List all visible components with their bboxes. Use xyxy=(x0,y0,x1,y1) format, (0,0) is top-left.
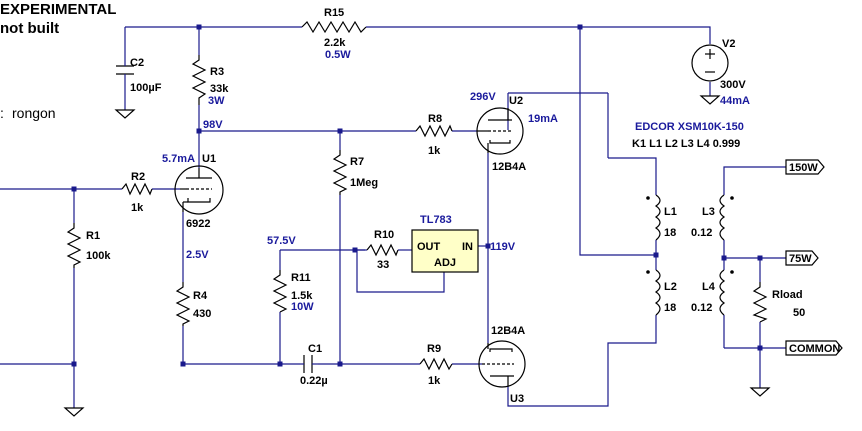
resistor-r11 xyxy=(272,270,288,313)
transformer-title: EDCOR XSM10K-150 xyxy=(635,121,744,133)
node-119v: 119V xyxy=(490,241,516,253)
r8-name: R8 xyxy=(428,113,442,125)
side-note-text: rongon xyxy=(12,105,56,121)
c2-value: 100µF xyxy=(130,82,162,94)
r3-value: 33k xyxy=(210,83,229,95)
l3-name: L3 xyxy=(702,206,715,218)
node-98v: 98V xyxy=(203,119,223,131)
r10-value: 33 xyxy=(377,259,389,271)
voltage-source-v2 xyxy=(691,44,729,82)
r2-value: 1k xyxy=(131,202,144,214)
resistor-rload xyxy=(752,282,768,323)
inductor-l4 xyxy=(719,269,726,316)
u3-type: 12B4A xyxy=(491,325,525,337)
tl783-adj: ADJ xyxy=(434,257,456,269)
r15-power: 0.5W xyxy=(325,49,351,61)
node-2-5v: 2.5V xyxy=(186,249,209,261)
u2-type: 12B4A xyxy=(492,161,526,173)
r1-name: R1 xyxy=(86,230,100,242)
r3-power: 3W xyxy=(208,95,225,107)
r15-value: 2.2k xyxy=(324,37,346,49)
tl783-out: OUT xyxy=(417,241,441,253)
tl783-in: IN xyxy=(462,241,473,253)
resistor-r1 xyxy=(66,223,82,268)
capacitor-c2 xyxy=(116,62,134,82)
r4-value: 430 xyxy=(193,308,211,320)
r11-name: R11 xyxy=(291,272,311,284)
resistor-r2 xyxy=(121,182,153,196)
port-75w-label: 75W xyxy=(789,253,812,265)
l4-value: 0.12 xyxy=(691,302,712,314)
l2-value: 18 xyxy=(664,302,676,314)
u1-current: 5.7mA xyxy=(162,153,195,165)
u1-name: U1 xyxy=(202,153,216,165)
r7-value: 1Meg xyxy=(350,177,378,189)
r11-value: 1.5k xyxy=(291,290,313,302)
c1-name: C1 xyxy=(308,343,322,355)
rload-value: 50 xyxy=(793,307,805,319)
l1-name: L1 xyxy=(664,206,677,218)
ground-symbols xyxy=(63,95,771,417)
resistor-r3 xyxy=(191,55,207,105)
v2-current: 44mA xyxy=(720,95,750,107)
u2-current: 19mA xyxy=(528,113,558,125)
r4-name: R4 xyxy=(193,290,208,302)
port-150w xyxy=(785,159,825,175)
v2-value: 300V xyxy=(720,79,746,91)
r3-name: R3 xyxy=(210,66,224,78)
transformer-core xyxy=(646,196,734,274)
wires xyxy=(0,26,786,408)
r2-name: R2 xyxy=(131,171,145,183)
rload-name: Rload xyxy=(772,289,803,301)
port-75w xyxy=(785,250,819,266)
r7-name: R7 xyxy=(350,156,364,168)
header-line1: EXPERIMENTAL xyxy=(0,1,116,18)
resistor-r15 xyxy=(301,20,367,34)
r10-name: R10 xyxy=(374,229,394,241)
tube-u2 xyxy=(476,107,524,155)
node-296v: 296V xyxy=(470,91,496,103)
header-line2: not built xyxy=(0,20,59,37)
junction-dots xyxy=(71,24,763,367)
tube-u3 xyxy=(478,340,526,388)
r9-value: 1k xyxy=(428,375,441,387)
port-150w-label: 150W xyxy=(789,162,818,174)
port-common-label: COMMON xyxy=(789,343,840,355)
r15-name: R15 xyxy=(324,7,344,19)
capacitor-c1 xyxy=(300,355,318,373)
c1-value: 0.22µ xyxy=(300,375,328,387)
r9-name: R9 xyxy=(427,343,441,355)
u3-name: U3 xyxy=(510,393,524,405)
u1-type: 6922 xyxy=(186,218,210,230)
c2-name: C2 xyxy=(130,57,144,69)
resistor-r9 xyxy=(419,357,453,371)
r1-value: 100k xyxy=(86,250,111,262)
r11-power: 10W xyxy=(291,301,314,313)
r8-value: 1k xyxy=(428,145,441,157)
l4-name: L4 xyxy=(702,281,716,293)
resistor-r7 xyxy=(332,150,348,195)
transformer-coupling: K1 L1 L2 L3 L4 0.999 xyxy=(632,138,740,150)
node-57v: 57.5V xyxy=(267,235,296,247)
port-common xyxy=(785,340,843,356)
l1-value: 18 xyxy=(664,227,676,239)
resistor-r10 xyxy=(366,243,399,257)
l2-name: L2 xyxy=(664,281,677,293)
tube-u1 xyxy=(174,165,224,215)
resistor-r4 xyxy=(175,282,191,326)
regulator-tl783 xyxy=(411,229,479,273)
l3-value: 0.12 xyxy=(691,227,712,239)
side-note-dots: : xyxy=(0,105,4,121)
inductor-l2 xyxy=(654,269,661,316)
resistor-r8 xyxy=(415,124,453,138)
inductor-l3 xyxy=(719,194,726,241)
v2-name: V2 xyxy=(722,38,735,50)
tl783-name: TL783 xyxy=(420,214,452,226)
u2-name: U2 xyxy=(509,95,523,107)
inductor-l1 xyxy=(654,194,661,241)
